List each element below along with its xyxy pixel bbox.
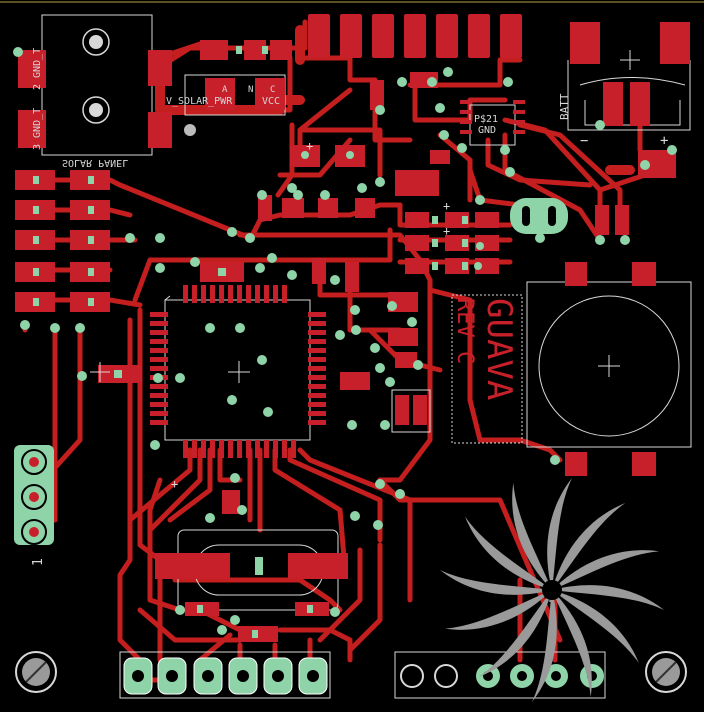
smd-pads: [15, 14, 690, 642]
terminal-screws: [82, 28, 110, 124]
silkscreen-text: SOLAR PANEL 2 GND_T 3 GND_T V_SOLAR_PWR …: [31, 48, 668, 566]
swirl-logo-icon: [440, 478, 664, 702]
gnd-t-3-label: 3 GND_T: [32, 108, 43, 150]
header-bottom-left-holes: [132, 670, 319, 682]
pin-n-label: N: [248, 85, 253, 95]
pin-a-label: A: [222, 85, 228, 95]
svg-text:+: +: [660, 133, 668, 149]
svg-text:+: +: [306, 139, 313, 153]
qfp-pads: [150, 285, 326, 458]
gnd-label: GND: [478, 125, 496, 136]
batt-label: BATT: [558, 93, 571, 120]
pin-c-label: C: [270, 85, 275, 95]
switch-holes: [522, 206, 556, 226]
mounting-hole-icon: [15, 651, 687, 693]
v-solar-pwr-label: V_SOLAR_PWR: [166, 96, 233, 107]
vcc-label: VCC: [262, 96, 280, 107]
solar-panel-label: SOLAR PANEL: [62, 157, 128, 168]
pad-centers: [33, 46, 468, 638]
revision-word: GUAVA: [479, 298, 519, 400]
svg-text:−: −: [580, 133, 588, 149]
header-left: [14, 445, 54, 545]
switch-pads: [510, 198, 568, 234]
svg-text:+: +: [443, 199, 450, 213]
svg-text:+: +: [443, 224, 450, 238]
revision-sub: REV C: [452, 298, 477, 364]
vias: [13, 47, 677, 635]
ps21-label: P$21: [474, 114, 498, 125]
svg-text:+: +: [171, 477, 178, 491]
gnd-t-2-label: 2 GND_T: [32, 48, 43, 90]
header-pin-1-label: 1: [31, 558, 46, 566]
